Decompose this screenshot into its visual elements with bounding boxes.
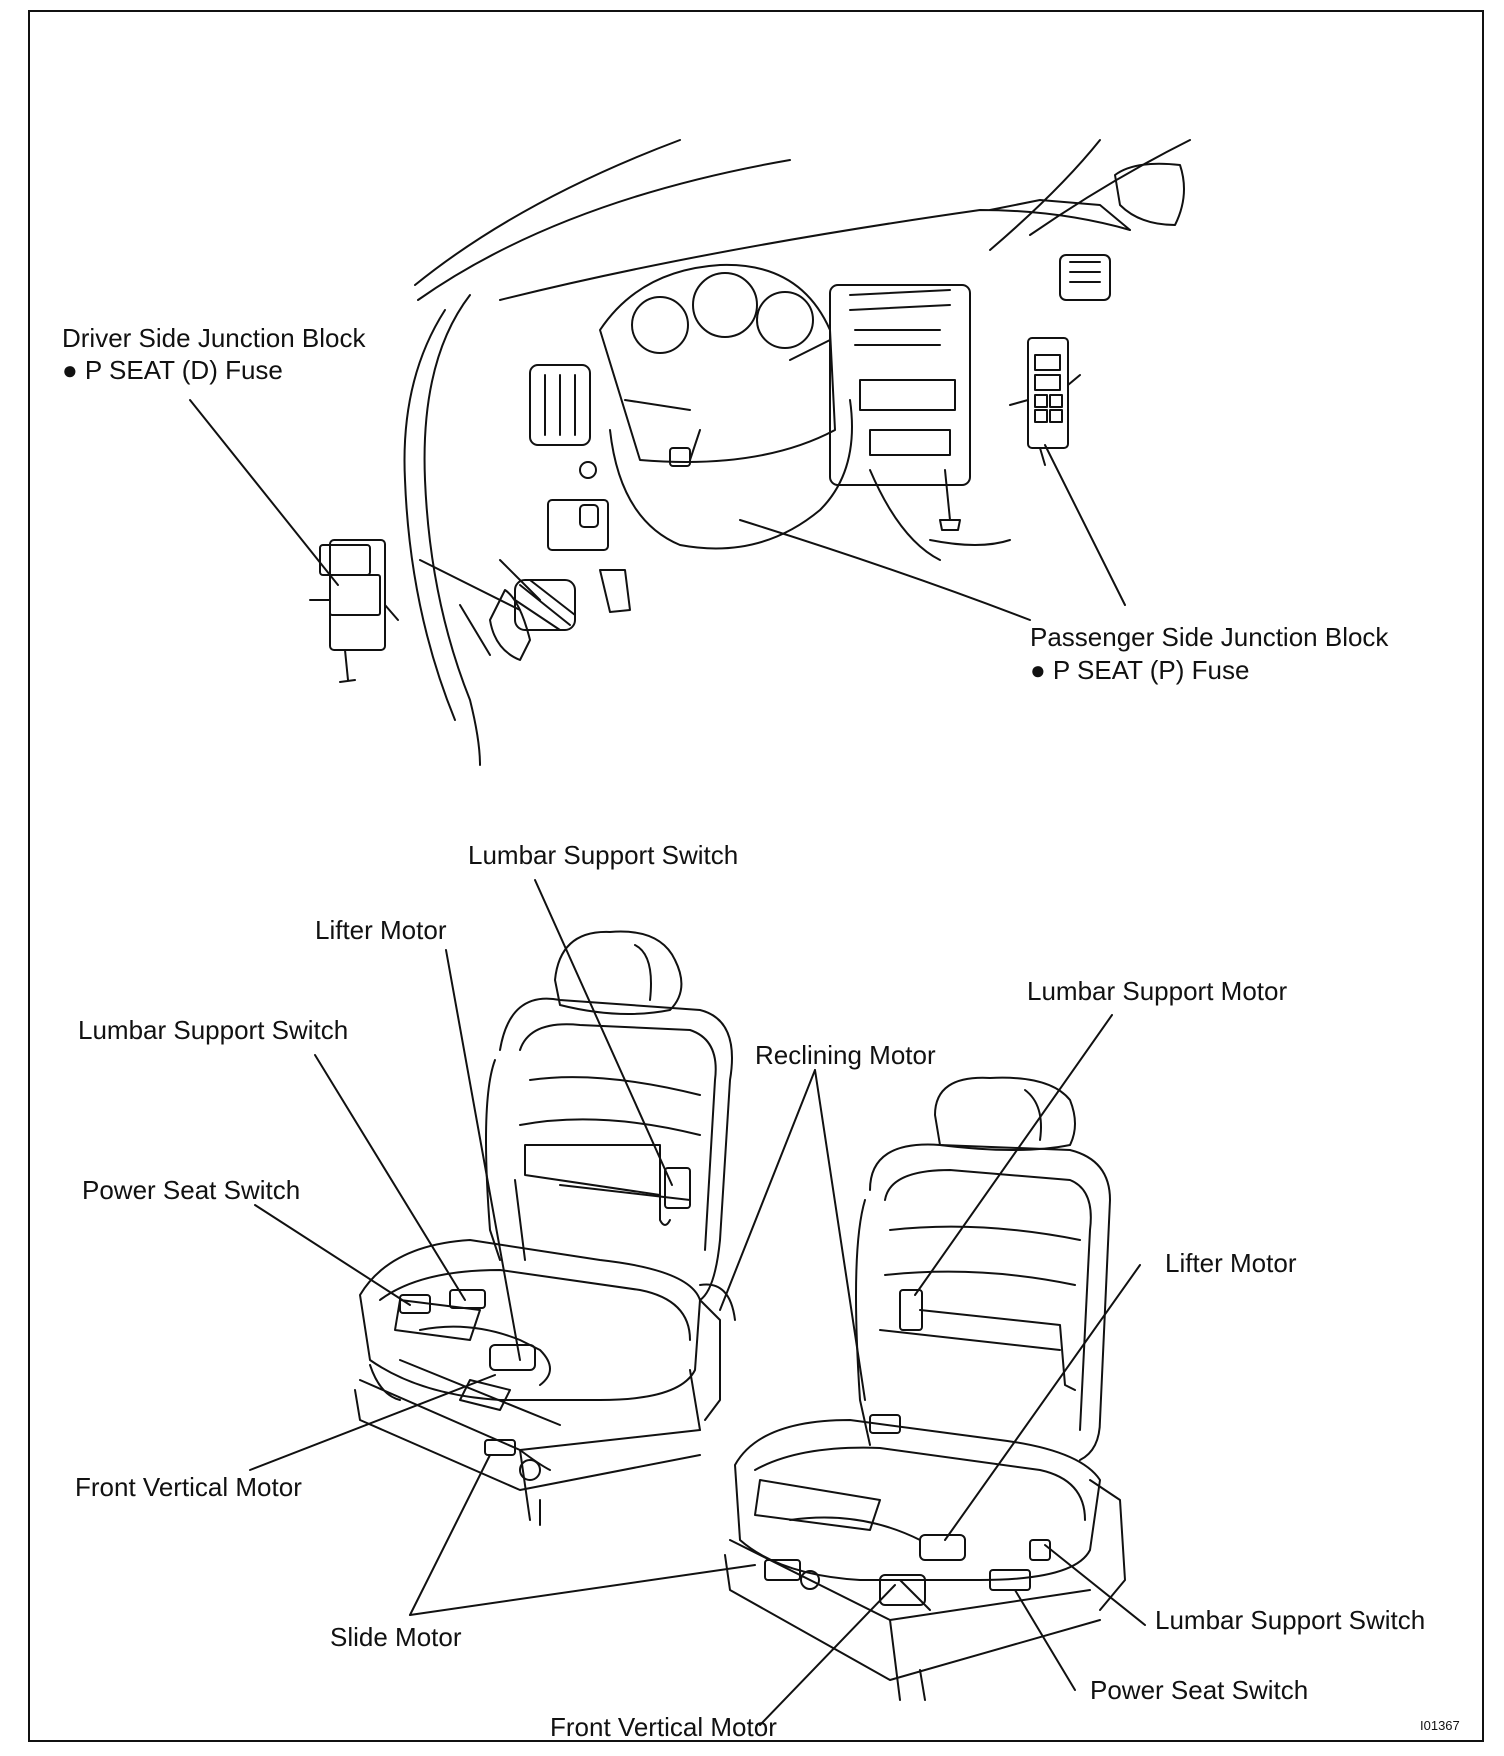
- lifter-motor-right-leader: [944, 1264, 1141, 1541]
- driver-jb-label: Driver Side Junction Block: [62, 323, 366, 353]
- diagram-frame: [28, 10, 1484, 1742]
- slide-motor-leader-a: [409, 1454, 491, 1616]
- slide-motor-label: Slide Motor: [330, 1622, 462, 1652]
- dashboard-illustration: [309, 139, 1191, 766]
- power-seat-switch-left-label: Power Seat Switch: [82, 1175, 301, 1205]
- left-seat-illustration: [354, 930, 736, 1526]
- driver-jb-fuse-label: ● P SEAT (D) Fuse: [62, 355, 283, 385]
- lumbar-switch-left-label: Lumbar Support Switch: [78, 1015, 349, 1045]
- power-seat-switch-right-label: Power Seat Switch: [1090, 1675, 1309, 1705]
- front-vertical-motor-left-label: Front Vertical Motor: [75, 1472, 302, 1502]
- lifter-motor-right-label: Lifter Motor: [1165, 1248, 1297, 1278]
- passenger-jb-fuse-label: ● P SEAT (P) Fuse: [1030, 655, 1250, 685]
- lifter-motor-left-leader: [445, 949, 521, 1361]
- lumbar-switch-right-leader: [1044, 1544, 1146, 1626]
- figure-id: I01367: [1420, 1718, 1460, 1733]
- lumbar-switch-left-leader: [314, 1054, 466, 1301]
- power-seat-switch-right-leader: [1014, 1589, 1076, 1691]
- lifter-motor-left-label: Lifter Motor: [315, 915, 447, 945]
- driver-jb-leader: [189, 399, 339, 586]
- slide-motor-leader-b: [409, 1564, 756, 1616]
- passenger-junction-block-icon: [1009, 337, 1081, 466]
- reclining-motor-leader-a: [719, 1069, 816, 1311]
- lumbar-switch-top-leader: [534, 879, 673, 1186]
- power-seat-switch-left-leader: [254, 1204, 411, 1306]
- front-vertical-motor-left-leader: [249, 1374, 496, 1471]
- front-vertical-motor-bottom-leader: [759, 1584, 896, 1726]
- passenger-jb-leader: [1044, 444, 1126, 606]
- lumbar-motor-label: Lumbar Support Motor: [1027, 976, 1288, 1006]
- passenger-jb-label: Passenger Side Junction Block: [1030, 622, 1389, 652]
- lumbar-switch-top-label: Lumbar Support Switch: [468, 840, 739, 870]
- driver-junction-block-icon: [309, 539, 399, 683]
- lumbar-switch-right-label: Lumbar Support Switch: [1155, 1605, 1426, 1635]
- front-vertical-motor-bottom-label: Front Vertical Motor: [550, 1712, 777, 1742]
- lumbar-motor-leader: [914, 1014, 1113, 1296]
- reclining-motor-label: Reclining Motor: [755, 1040, 936, 1070]
- right-seat-illustration: [724, 1076, 1126, 1701]
